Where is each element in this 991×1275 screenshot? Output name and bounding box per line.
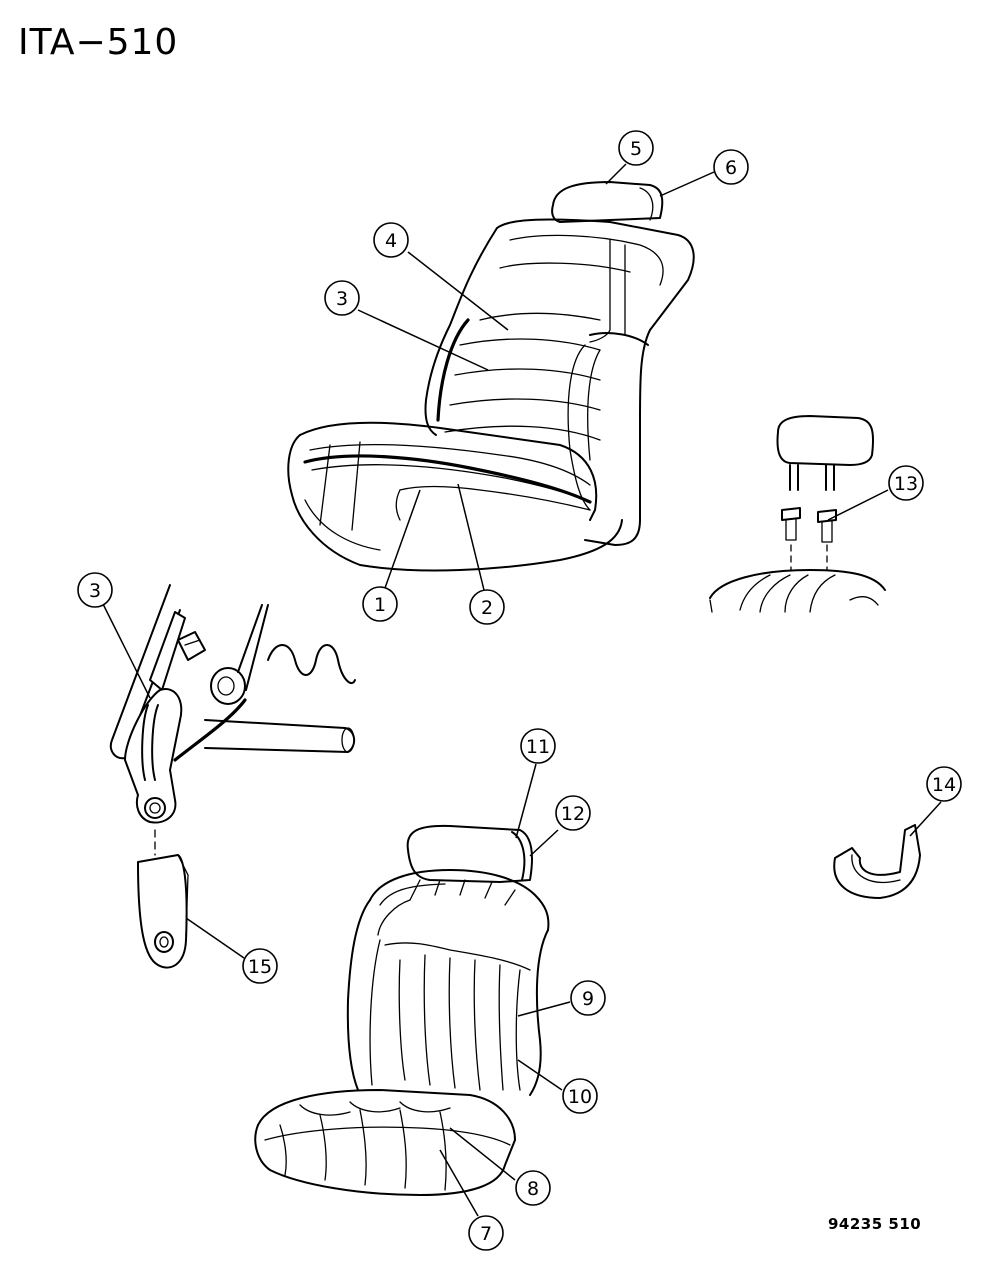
- callout-3-recliner: 3: [77, 572, 113, 608]
- upper-bucket-seat: [287, 181, 695, 572]
- callout-label: 12: [561, 803, 585, 825]
- callout-label: 14: [932, 774, 956, 796]
- callout-3-upper: 3: [324, 280, 360, 316]
- callout-1: 1: [362, 586, 398, 622]
- figure-code: 94235 510: [828, 1215, 922, 1233]
- callout-6: 6: [713, 149, 749, 185]
- headrest-guide-detail: [709, 415, 886, 613]
- lower-pillow-seat: [254, 824, 550, 1196]
- callout-label: 8: [527, 1178, 539, 1200]
- callout-label: 10: [568, 1086, 592, 1108]
- trim-bracket: [833, 824, 921, 899]
- callout-label: 2: [481, 597, 493, 619]
- callout-4: 4: [373, 222, 409, 258]
- callout-label: 3: [336, 288, 348, 310]
- callout-label: 7: [480, 1223, 492, 1245]
- callout-label: 6: [725, 157, 737, 179]
- leader-lines: [102, 163, 942, 1217]
- page-title: ITA−510: [18, 22, 179, 63]
- callout-label: 15: [248, 956, 272, 978]
- callout-7: 7: [468, 1215, 504, 1251]
- callout-label: 11: [526, 736, 550, 758]
- callout-11: 11: [520, 728, 556, 764]
- callout-15: 15: [242, 948, 278, 984]
- recliner-mechanism: [109, 584, 356, 969]
- callout-14: 14: [926, 766, 962, 802]
- callout-8: 8: [515, 1170, 551, 1206]
- callout-label: 3: [89, 580, 101, 602]
- callout-5: 5: [618, 130, 654, 166]
- callout-2: 2: [469, 589, 505, 625]
- callout-9: 9: [570, 980, 606, 1016]
- callout-label: 1: [374, 594, 386, 616]
- callout-label: 4: [385, 230, 397, 252]
- callout-12: 12: [555, 795, 591, 831]
- callout-label: 5: [630, 138, 642, 160]
- callout-label: 9: [582, 988, 594, 1010]
- callout-10: 10: [562, 1078, 598, 1114]
- callout-13: 13: [888, 465, 924, 501]
- callout-label: 13: [894, 473, 918, 495]
